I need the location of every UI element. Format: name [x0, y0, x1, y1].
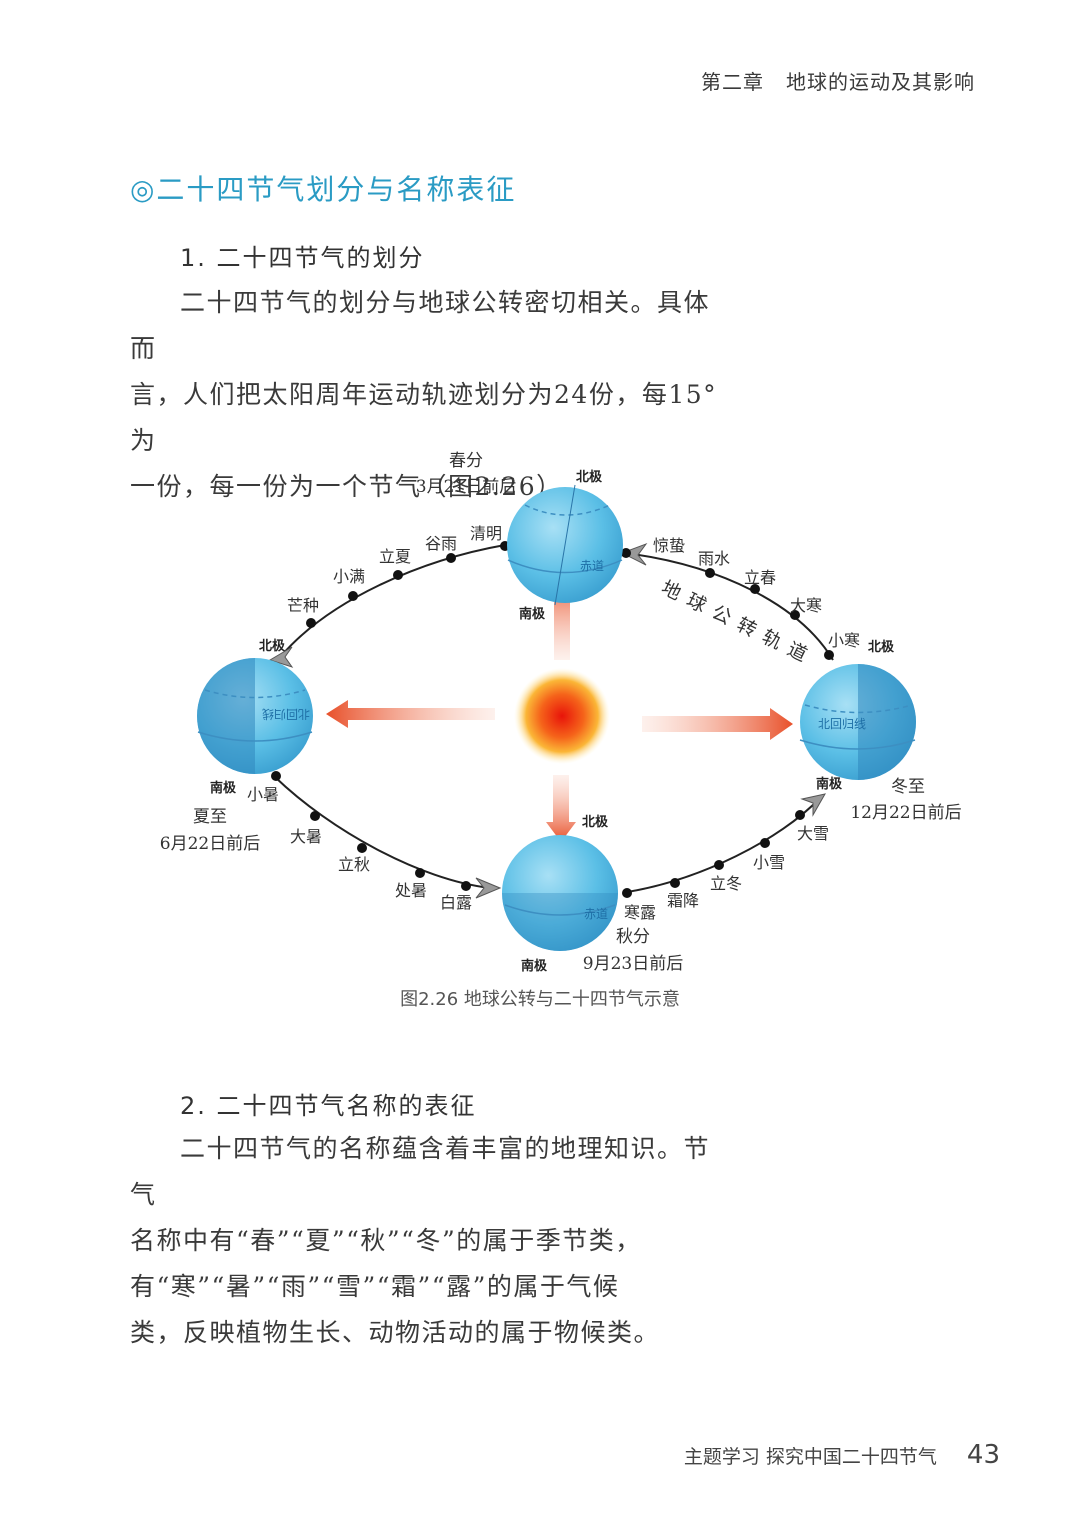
- term-label: 霜降: [667, 891, 699, 910]
- north-pole-label: 北极: [576, 469, 603, 485]
- term-dots: [271, 541, 834, 898]
- paragraph-line: 有“寒”“暑”“雨”“雪”“霜”“露”的属于气候: [130, 1272, 620, 1301]
- arrow-icon: [475, 877, 502, 899]
- sunray-right: [642, 708, 793, 740]
- sunray-left: [326, 700, 495, 728]
- term-label: 小满: [333, 567, 365, 586]
- term-label: 大寒: [790, 596, 822, 615]
- part2-heading: 2. 二十四节气名称的表征: [180, 1092, 477, 1120]
- term-winter-solstice: 冬至: [891, 777, 925, 797]
- sunray-down: [546, 775, 576, 842]
- term-autumn-equinox: 秋分: [616, 927, 650, 947]
- south-pole-label: 南极: [816, 776, 843, 792]
- arrow-icon: [620, 542, 648, 566]
- chapter-number: 第二章: [701, 70, 764, 94]
- paragraph-line: 一份，每一份为一个节气（图2.26）。: [130, 472, 577, 501]
- equator-label: 赤道: [580, 559, 604, 573]
- paragraph-line: 类，反映植物生长、动物活动的属于物候类。: [130, 1318, 661, 1347]
- page-number: 43: [966, 1440, 1000, 1470]
- term-summer-date: 6月22日前后: [160, 834, 260, 854]
- term-label: 小雪: [753, 853, 785, 872]
- figure-caption: 图2.26 地球公转与二十四节气示意: [400, 989, 680, 1010]
- north-pole-label: 北极: [582, 814, 609, 830]
- tropic-label: 北回归线: [262, 707, 310, 721]
- term-autumn-date: 9月23日前后: [583, 954, 683, 974]
- tropic-label: 北回归线: [818, 717, 866, 731]
- term-label: 清明: [470, 524, 502, 543]
- page-footer: 主题学习 探究中国二十四节气 43: [684, 1440, 1000, 1470]
- term-label: 芒种: [287, 596, 319, 615]
- earth-summer: [197, 658, 313, 774]
- arrow-icon: [268, 646, 294, 668]
- south-pole-label: 南极: [210, 780, 237, 796]
- term-label: 小暑: [247, 785, 279, 804]
- term-summer-solstice: 夏至: [193, 807, 227, 827]
- term-label: 大雪: [797, 824, 829, 843]
- term-spring-date: 3月21日前后: [416, 477, 516, 497]
- orbit-arrows: [268, 542, 826, 899]
- paragraph-line: 二十四节气的名称蕴含着丰富的地理知识。节气: [130, 1134, 711, 1209]
- term-label: 寒露: [624, 903, 656, 922]
- north-pole-label: 北极: [868, 639, 895, 655]
- term-label: 小寒: [828, 631, 860, 650]
- arrow-icon: [800, 793, 826, 817]
- term-label: 立夏: [379, 547, 411, 566]
- footer-text: 主题学习 探究中国二十四节气: [683, 1446, 937, 1468]
- orbit-label: 地球公转轨道: [658, 577, 819, 670]
- earth-spring: [507, 484, 623, 606]
- term-label: 惊蛰: [653, 536, 685, 555]
- part1-heading: 1. 二十四节气的划分: [180, 244, 425, 272]
- sun: [514, 668, 610, 764]
- north-pole-label: 北极: [259, 638, 286, 654]
- paragraph-line: 名称中有“春”“夏”“秋”“冬”的属于季节类，: [130, 1226, 642, 1255]
- paragraph-line: 言，人们把太阳周年运动轨迹划分为24份，每15° 为: [130, 380, 718, 455]
- part2-paragraph: 二十四节气的名称蕴含着丰富的地理知识。节气 名称中有“春”“夏”“秋”“冬”的属…: [130, 1126, 720, 1356]
- term-label: 处暑: [395, 881, 427, 900]
- term-label: 立冬: [710, 874, 742, 893]
- south-pole-label: 南极: [521, 958, 548, 974]
- section-title: ◎二十四节气划分与名称表征: [130, 173, 517, 206]
- part1-paragraph: 二十四节气的划分与地球公转密切相关。具体而 言，人们把太阳周年运动轨迹划分为24…: [130, 280, 720, 510]
- south-pole-label: 南极: [519, 606, 546, 622]
- term-label: 雨水: [698, 549, 730, 568]
- equator-label: 赤道: [584, 907, 608, 921]
- term-label: 谷雨: [425, 534, 457, 553]
- running-header: 第二章地球的运动及其影响: [701, 66, 975, 95]
- term-label: 立秋: [338, 855, 370, 874]
- earth-winter: [799, 664, 916, 780]
- chapter-title: 地球的运动及其影响: [786, 70, 975, 94]
- paragraph-line: 二十四节气的划分与地球公转密切相关。具体而: [130, 288, 711, 363]
- term-label: 立春: [744, 568, 776, 587]
- term-label: 大暑: [290, 827, 322, 846]
- term-spring-equinox: 春分: [449, 451, 483, 471]
- term-winter-date: 12月22日前后: [850, 803, 961, 823]
- term-label: 白露: [440, 893, 472, 912]
- earth-autumn: [502, 835, 618, 951]
